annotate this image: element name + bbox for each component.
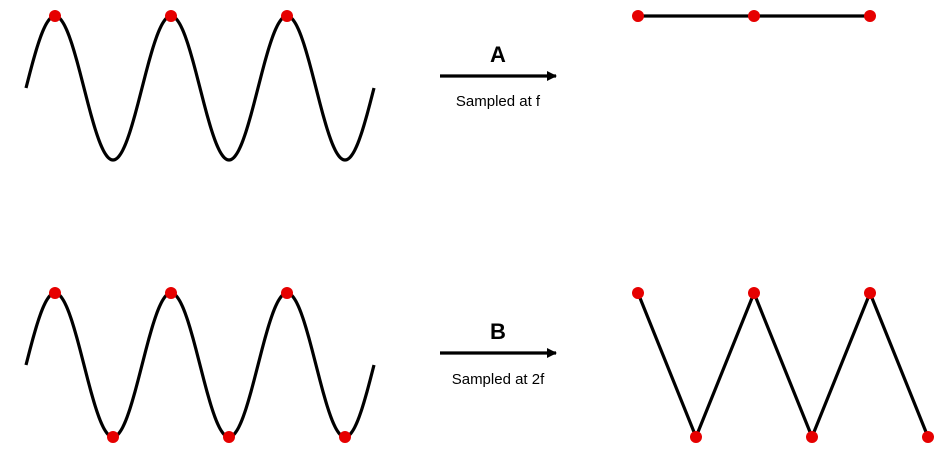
arrow-a-caption: Sampled at f (456, 93, 541, 110)
row-b: B Sampled at 2f (24, 287, 934, 443)
sample-point (165, 287, 177, 299)
sine-wave-b (24, 291, 376, 439)
reconstructed-sample-point (632, 10, 644, 22)
arrow-b-caption: Sampled at 2f (452, 371, 545, 388)
wave-b-sample-points (49, 287, 351, 443)
row-a: A Sampled at f (24, 10, 876, 162)
reconstructed-sample-point (632, 287, 644, 299)
sample-point (49, 287, 61, 299)
arrow-a-letter: A (490, 42, 506, 67)
sample-point (49, 10, 61, 22)
wave-a-sample-points (49, 10, 293, 22)
arrow-b-letter: B (490, 319, 506, 344)
sine-wave-a (24, 14, 376, 162)
sample-point (107, 431, 119, 443)
arrow-a: A Sampled at f (440, 42, 557, 110)
reconstructed-sample-point (864, 287, 876, 299)
sample-point (223, 431, 235, 443)
reconstructed-signal-b (636, 288, 930, 442)
sample-point (281, 10, 293, 22)
reconstructed-sample-point (922, 431, 934, 443)
reconstructed-sample-point (748, 10, 760, 22)
reconstructed-sample-point (690, 431, 702, 443)
reconstructed-a-sample-points (632, 10, 876, 22)
sample-point (281, 287, 293, 299)
reconstructed-sample-point (748, 287, 760, 299)
reconstructed-b-sample-points (632, 287, 934, 443)
arrow-b: B Sampled at 2f (440, 319, 557, 388)
reconstructed-sample-point (864, 10, 876, 22)
sample-point (339, 431, 351, 443)
reconstructed-sample-point (806, 431, 818, 443)
sample-point (165, 10, 177, 22)
